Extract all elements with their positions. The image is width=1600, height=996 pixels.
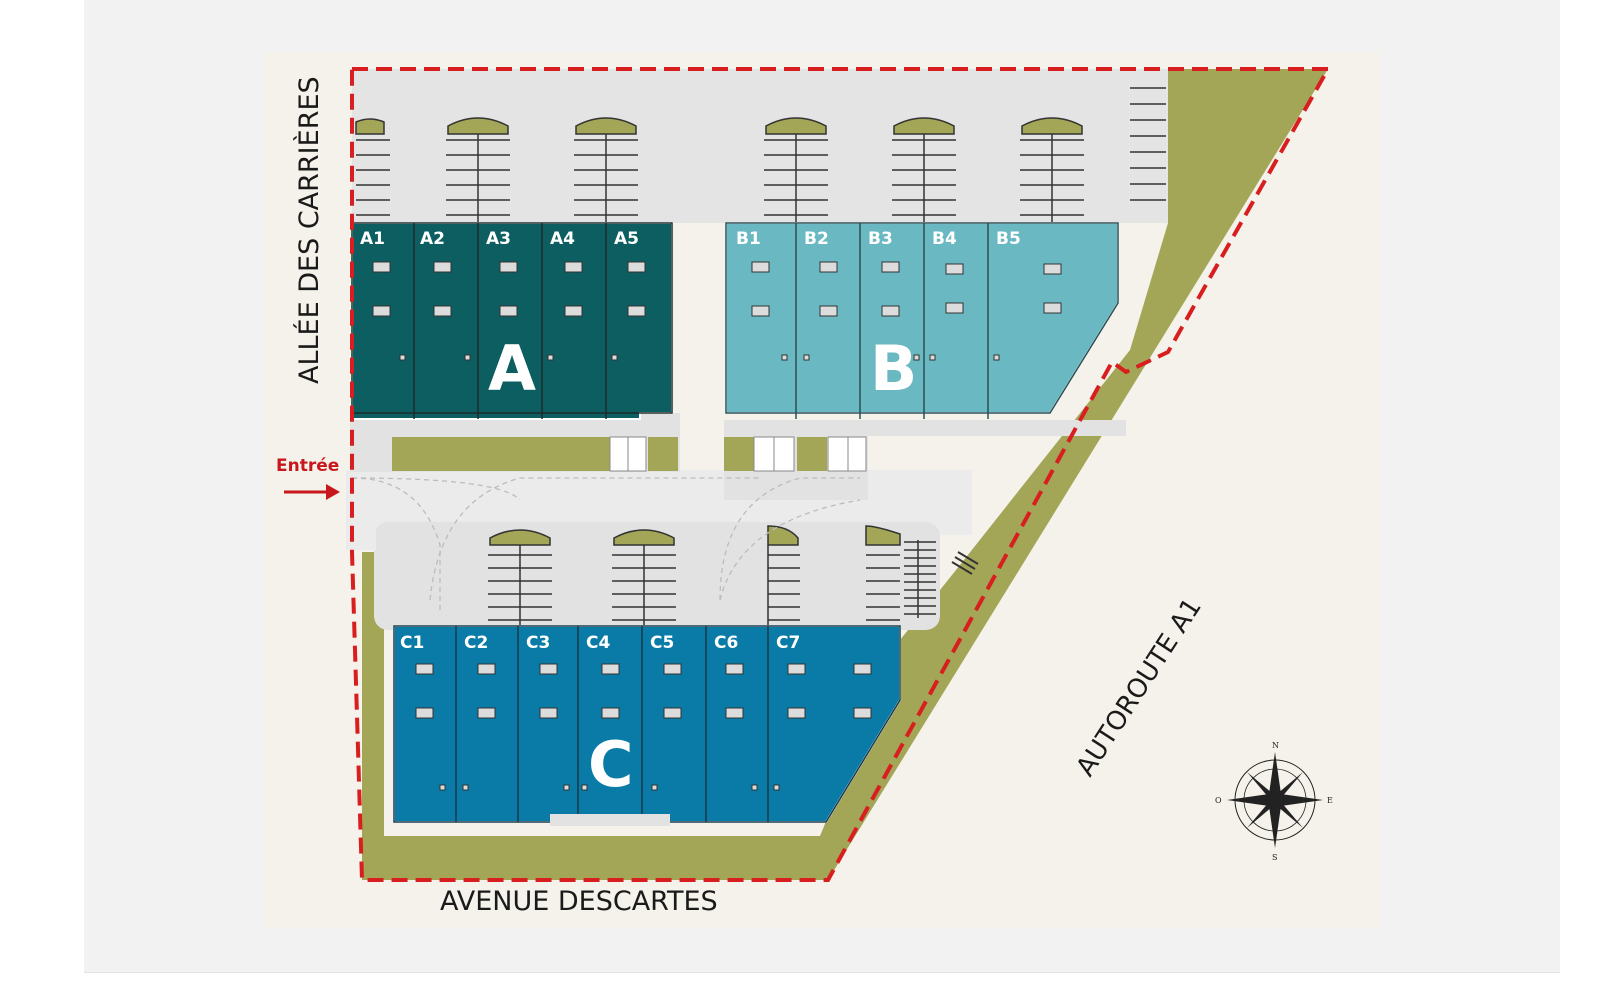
site-boundary: [350, 67, 1332, 882]
unit-label-c2: C2: [464, 633, 488, 653]
tree-islands-north: [355, 117, 1083, 135]
unit-label-c4: C4: [586, 633, 610, 653]
street-label-west: ALLÉE DES CARRIÈRES: [293, 76, 325, 384]
unit-label-c1: C1: [400, 633, 424, 653]
compass-rose-icon: N S E O: [1215, 741, 1333, 862]
street-label-south: AVENUE DESCARTES: [440, 886, 718, 917]
tree-islands-south: [489, 525, 901, 546]
parking-south: [374, 522, 940, 630]
stripe-group-1: [356, 139, 390, 216]
green-strip-a: [392, 437, 610, 471]
loading-dock: [550, 814, 670, 826]
parking-stripes-south: [488, 540, 936, 628]
stripe-group-s4: [866, 554, 900, 621]
tree-island: [575, 117, 637, 135]
unit-label-c7: C7: [776, 633, 800, 653]
unit-label-a4: A4: [550, 229, 575, 249]
building-b-outline: [725, 222, 1119, 414]
compass-west: O: [1215, 796, 1222, 805]
unit-label-b1: B1: [736, 229, 761, 249]
tree-island: [765, 117, 827, 135]
tree-island: [355, 118, 385, 135]
unit-label-a2: A2: [420, 229, 445, 249]
stripe-group-s3: [767, 545, 800, 628]
unit-label-a1: A1: [360, 229, 385, 249]
crosswalks: [609, 436, 867, 472]
entrance-arrow-icon: [284, 484, 340, 500]
building-c[interactable]: [393, 625, 901, 826]
turning-paths: [351, 477, 861, 610]
building-b[interactable]: [725, 222, 1119, 419]
green-strip-b: [797, 437, 827, 471]
stripe-group-3: [574, 132, 638, 222]
stripe-group-s5: [904, 540, 936, 618]
green-space-east: [362, 69, 1328, 880]
stripe-group-s1: [488, 545, 552, 628]
stripe-group-s2: [612, 545, 676, 628]
compass-south: S: [1272, 853, 1277, 862]
ramp: [951, 551, 979, 575]
compass-east: E: [1327, 796, 1333, 805]
unit-label-b3: B3: [868, 229, 893, 249]
building-letter-c: C: [588, 728, 634, 801]
building-c-body: [393, 625, 901, 823]
unit-label-b4: B4: [932, 229, 957, 249]
tree-island: [613, 529, 675, 546]
unit-dividers-b: [795, 223, 989, 419]
compass-north: N: [1272, 741, 1279, 750]
parking-stripes-north: [356, 87, 1166, 222]
building-letter-a: A: [488, 332, 536, 405]
building-c-outline: [393, 625, 901, 823]
tree-island: [893, 117, 955, 135]
unit-dividers-a: [413, 223, 607, 419]
tree-island: [767, 525, 799, 546]
green-corner-b: [724, 437, 754, 471]
stripe-group-5: [892, 132, 956, 222]
unit-label-b5: B5: [996, 229, 1021, 249]
stripe-group-7: [1130, 87, 1166, 201]
unit-label-a5: A5: [614, 229, 639, 249]
unit-label-b2: B2: [804, 229, 829, 249]
unit-label-c6: C6: [714, 633, 738, 653]
unit-details: [372, 261, 1062, 791]
tree-island: [1021, 117, 1083, 135]
green-corner-a: [648, 437, 678, 471]
parking-north: [352, 69, 1168, 223]
tree-island: [865, 525, 901, 546]
unit-dividers-c: [455, 626, 769, 822]
unit-label-a3: A3: [486, 229, 511, 249]
tree-island: [489, 529, 551, 546]
entrance-label: Entrée: [276, 456, 339, 476]
unit-label-c3: C3: [526, 633, 550, 653]
unit-label-c5: C5: [650, 633, 674, 653]
tree-island: [447, 117, 509, 135]
stripe-group-4: [764, 132, 828, 222]
stripe-group-6: [1020, 132, 1084, 222]
building-b-body: [725, 222, 1119, 414]
stripe-group-2: [446, 132, 510, 222]
building-letter-b: B: [870, 332, 917, 405]
